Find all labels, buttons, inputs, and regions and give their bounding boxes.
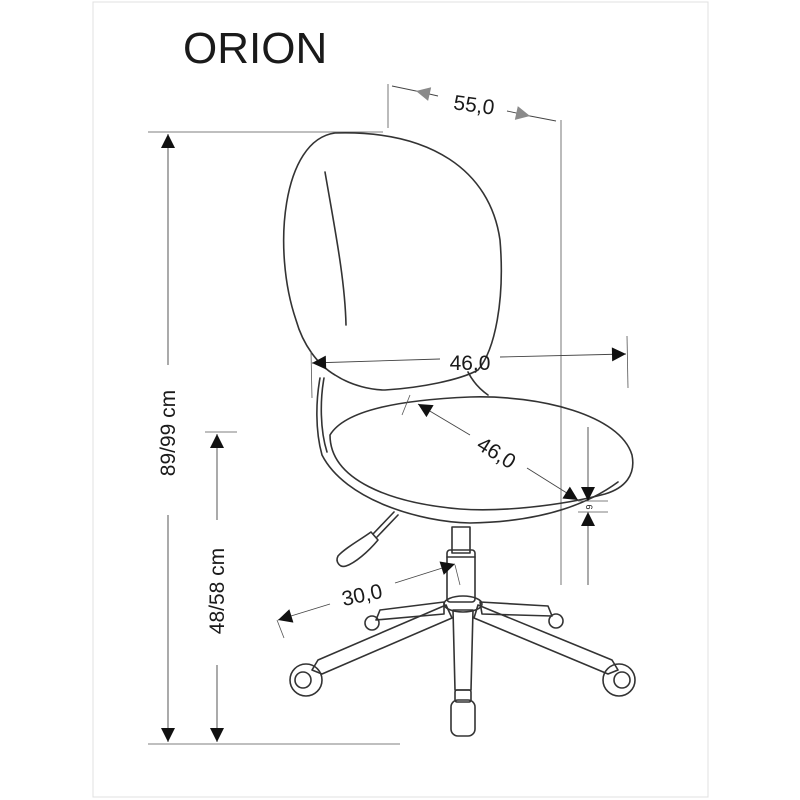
height-lever <box>336 511 399 568</box>
seat-thickness-label: 6 <box>584 504 594 509</box>
depth-dimension: 55,0 <box>387 84 562 585</box>
seat-depth-dimension: 46,0 <box>401 394 579 501</box>
chair-backrest <box>282 132 503 396</box>
total-height-label: 89/99 cm <box>157 390 180 476</box>
product-title: ORION <box>183 24 327 73</box>
caster-back-left <box>364 615 380 631</box>
total-height-dimension: 89/99 cm <box>157 134 180 742</box>
chair-seat <box>316 377 634 524</box>
seat-thickness-dimension: 6 <box>578 427 608 585</box>
caster-right <box>602 663 636 697</box>
frame-border <box>92 1 709 798</box>
caster-left <box>289 663 323 697</box>
base-radius-label: 30,0 <box>340 580 385 611</box>
back-width-label: 46,0 <box>450 352 491 375</box>
depth-label: 55,0 <box>452 91 496 119</box>
gas-lift <box>446 526 476 603</box>
caster-back-right <box>548 613 564 629</box>
seat-depth-label: 46,0 <box>473 433 520 474</box>
caster-front <box>450 699 476 737</box>
casters <box>289 613 636 737</box>
seat-height-label: 48/58 cm <box>206 548 229 634</box>
back-width-dimension: 46,0 <box>310 335 629 399</box>
star-base <box>311 595 619 691</box>
seat-height-dimension: 48/58 cm <box>206 434 229 742</box>
